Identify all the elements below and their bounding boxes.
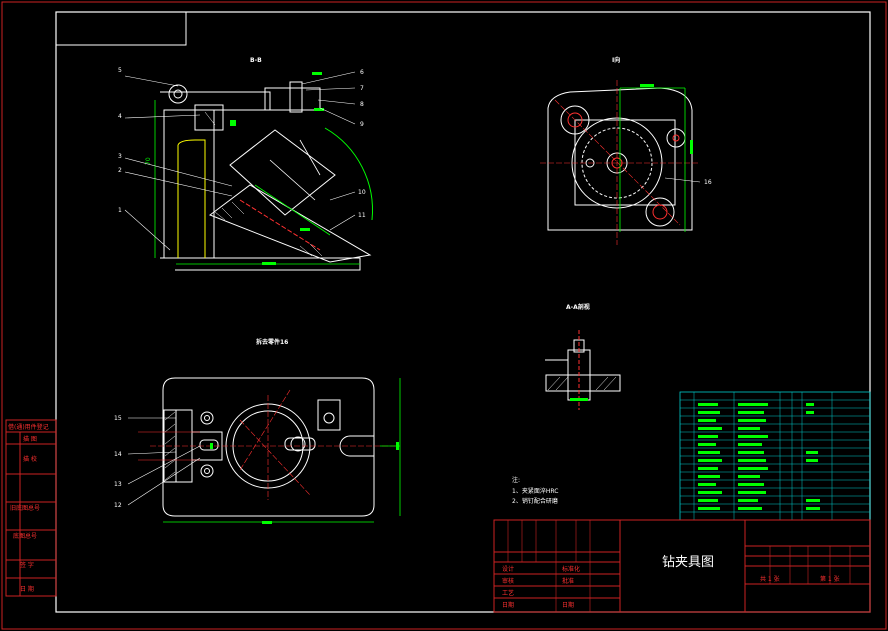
sheet-count: 共 1 张 bbox=[760, 575, 780, 583]
title-row-label: 工艺 bbox=[502, 589, 514, 597]
notes-item-1: 1、夹紧面淬HRC bbox=[512, 487, 558, 495]
left-strip: 借(通)用件登记 描 图 描 校 旧底图总号 底图总号 签 字 日 期 bbox=[5, 419, 57, 597]
title-block: 钻夹具图 共 1 张 第 1 张 设计 审核 工艺 日期 标准化 批准 日期 bbox=[493, 519, 871, 613]
parts-list bbox=[679, 391, 871, 521]
view-i: I向 16 bbox=[540, 56, 712, 245]
code-box bbox=[55, 11, 187, 46]
title-row-label: 日期 bbox=[502, 601, 514, 609]
part-label-15: 15 bbox=[114, 415, 122, 422]
title-col-label: 标准化 bbox=[562, 565, 580, 573]
part-label-8: 8 bbox=[360, 101, 364, 108]
left-strip-header: 借(通)用件登记 bbox=[8, 423, 49, 431]
part-label-11: 11 bbox=[358, 212, 366, 219]
drawing-title: 钻夹具图 bbox=[662, 555, 714, 570]
left-strip-item: 描 校 bbox=[23, 455, 37, 463]
part-label-13: 13 bbox=[114, 481, 122, 488]
left-strip-item: 描 图 bbox=[23, 435, 37, 443]
part-label-1: 1 bbox=[118, 207, 122, 214]
part-label-10: 10 bbox=[358, 189, 366, 196]
left-strip-item: 底图总号 bbox=[13, 532, 37, 540]
part-label-16: 16 bbox=[704, 179, 712, 186]
part-label-7: 7 bbox=[360, 85, 364, 92]
title-col-label: 批准 bbox=[562, 577, 574, 585]
left-strip-item: 签 字 bbox=[20, 561, 34, 569]
title-col-label: 日期 bbox=[562, 601, 574, 609]
view-top-label: I向 bbox=[612, 56, 620, 64]
part-label-6: 6 bbox=[360, 69, 364, 76]
part-label-4: 4 bbox=[118, 113, 122, 120]
title-row-label: 审核 bbox=[502, 577, 514, 585]
part-label-14: 14 bbox=[114, 451, 122, 458]
notes-heading: 注: bbox=[512, 476, 520, 484]
left-strip-item: 日 期 bbox=[20, 585, 34, 593]
title-row-label: 设计 bbox=[502, 565, 514, 573]
view-base: 拆去零件16 bbox=[114, 338, 401, 524]
technical-notes: 注: 1、夹紧面淬HRC 2、销钉配合研磨 bbox=[512, 476, 558, 505]
notes-item-2: 2、销钉配合研磨 bbox=[512, 497, 558, 505]
part-label-2: 2 bbox=[118, 167, 122, 174]
drawing-frame bbox=[55, 11, 871, 613]
left-strip-item: 旧底图总号 bbox=[10, 504, 40, 512]
view-b-label: B-B bbox=[250, 57, 262, 64]
view-a-a: A-A剖视 bbox=[545, 303, 621, 410]
dimension-height: 70 bbox=[145, 157, 152, 165]
view-b-b: B-B 70 bbox=[118, 57, 373, 271]
part-label-9: 9 bbox=[360, 121, 364, 128]
part-label-3: 3 bbox=[118, 153, 122, 160]
view-base-label: 拆去零件16 bbox=[256, 338, 288, 346]
sheet-number: 第 1 张 bbox=[820, 575, 840, 583]
view-section-label: A-A剖视 bbox=[566, 303, 590, 311]
part-label-5: 5 bbox=[118, 67, 122, 74]
part-label-12: 12 bbox=[114, 502, 122, 509]
